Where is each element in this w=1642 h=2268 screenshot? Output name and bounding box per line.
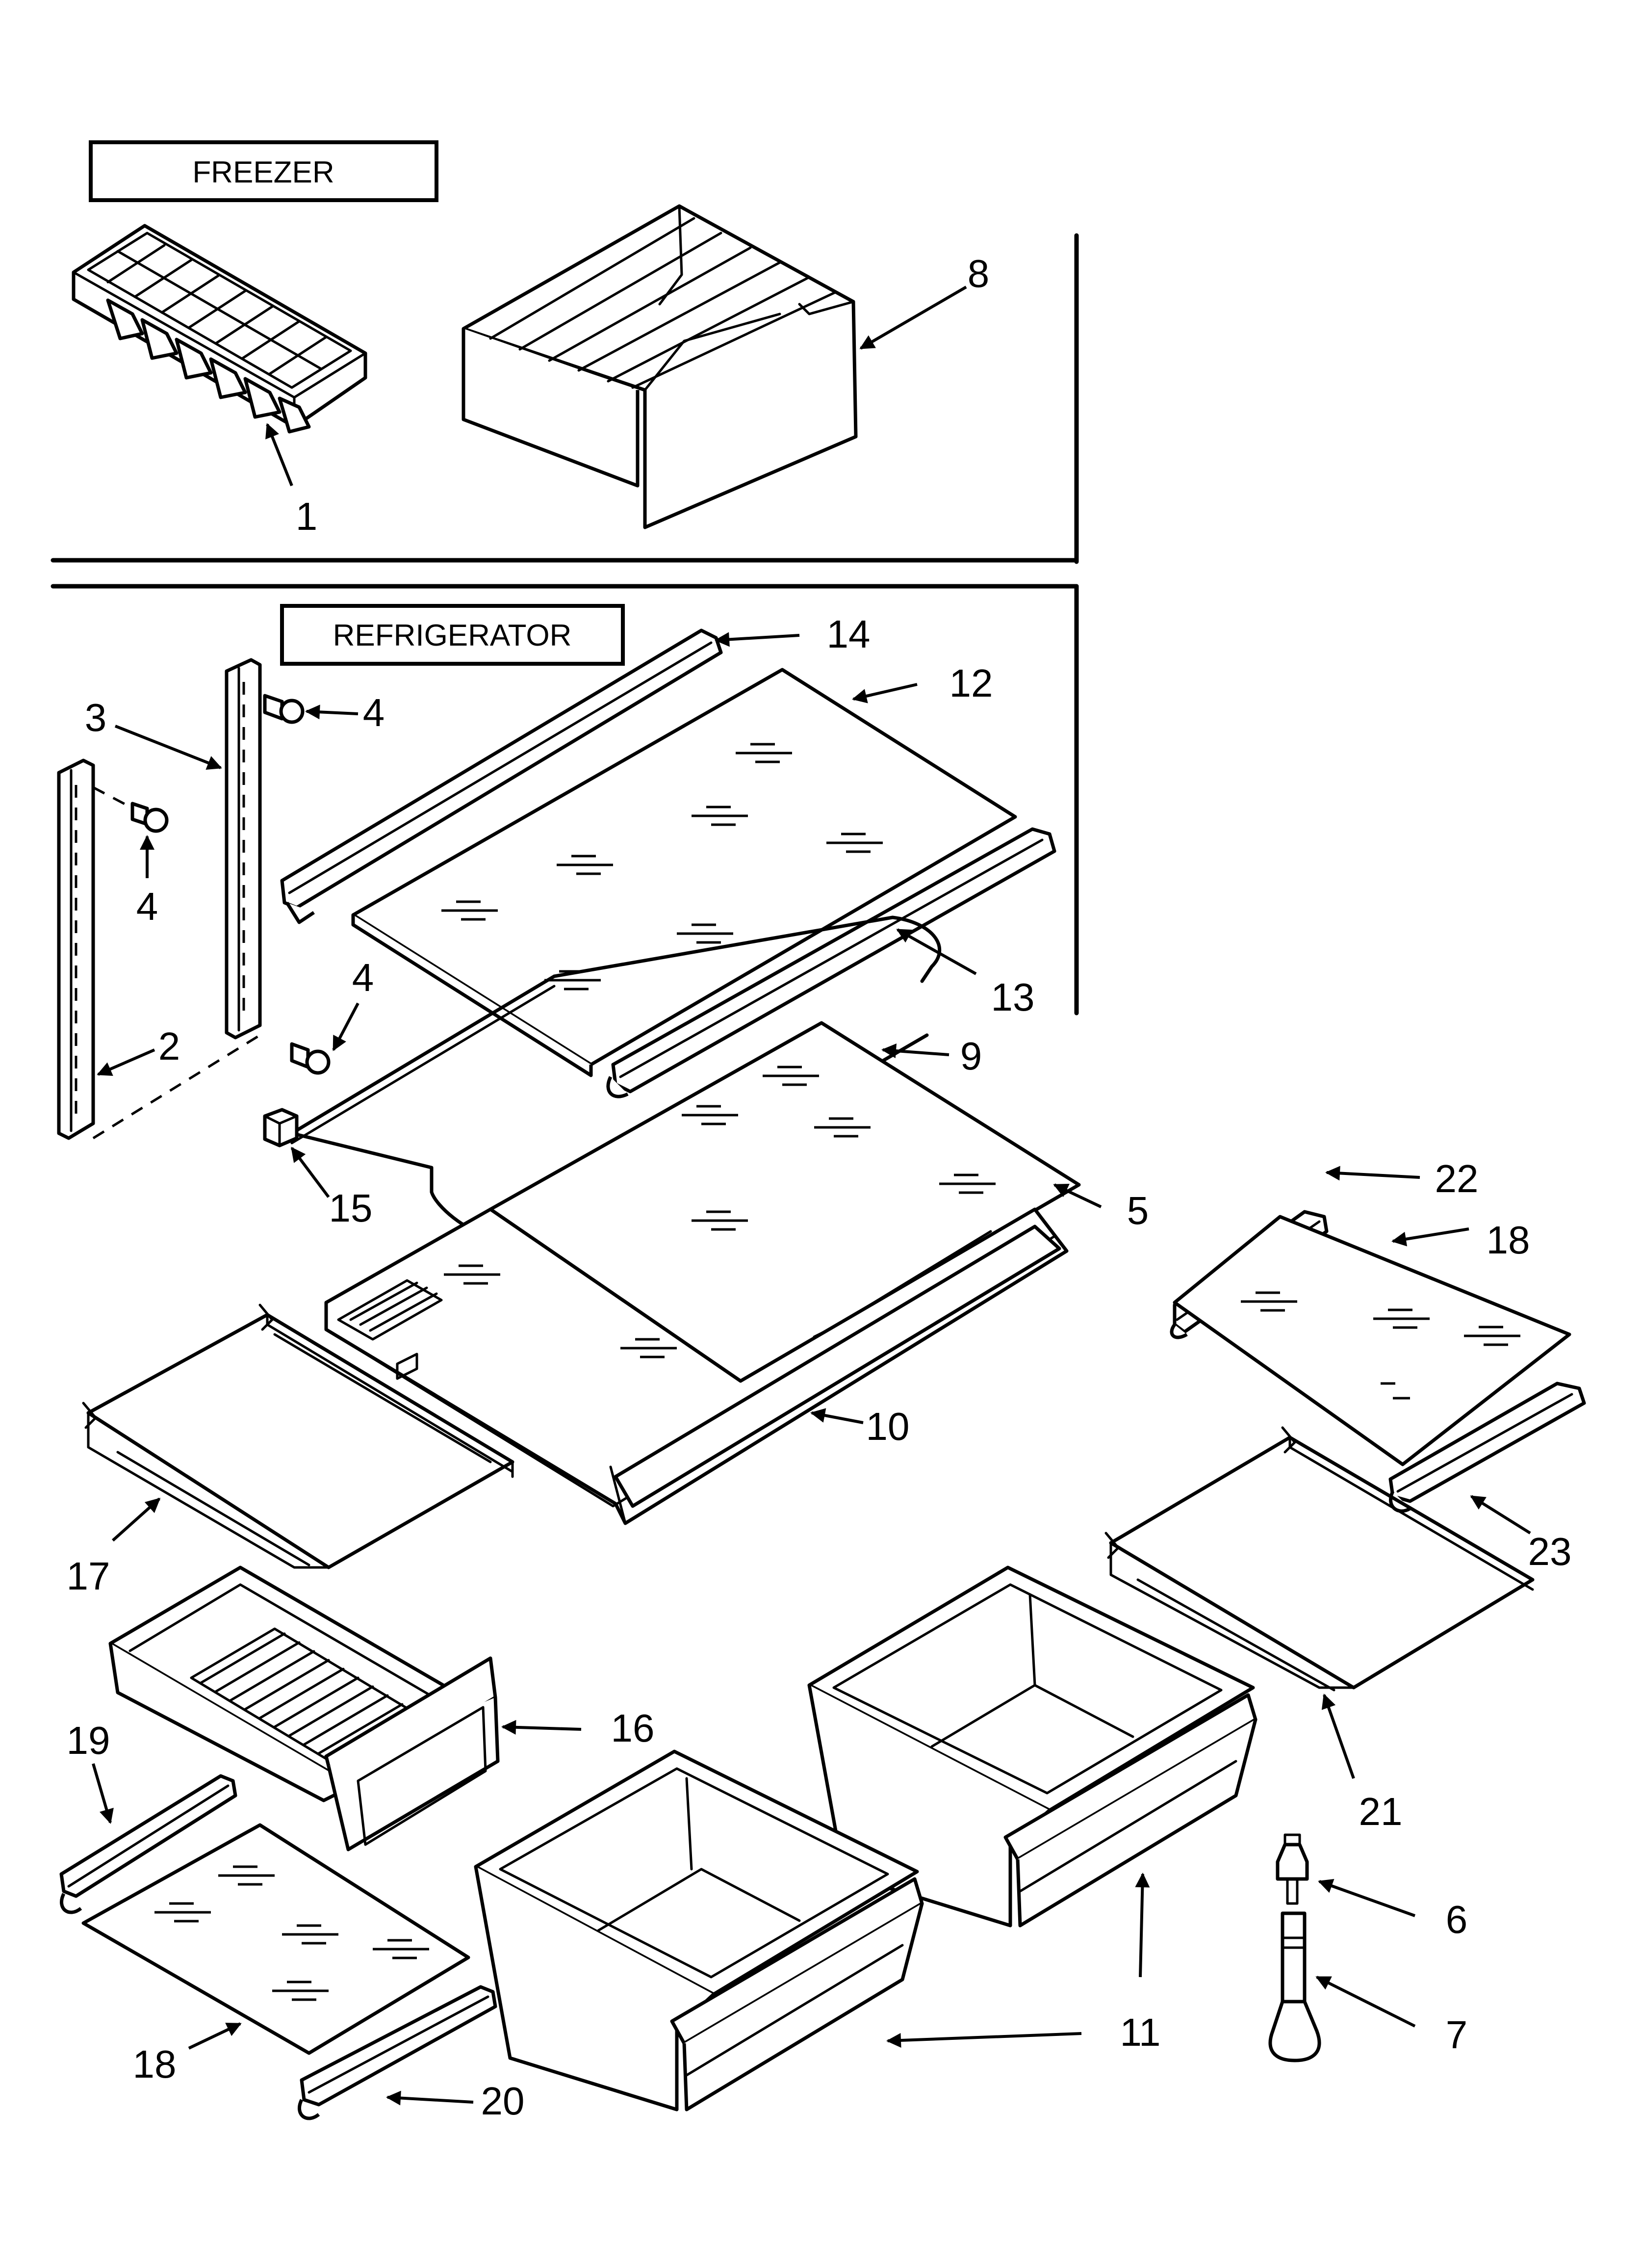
callout-18-right: 18	[1487, 1218, 1530, 1262]
freezer-label-box	[89, 140, 438, 202]
callout-11-right: 11	[1120, 2010, 1160, 2054]
shelf-trim-front	[606, 827, 1056, 1098]
callout-14: 14	[827, 612, 871, 656]
callout-19: 19	[67, 1719, 110, 1762]
shelf-trim-back	[280, 628, 723, 924]
refrigerator-label-box	[280, 604, 625, 666]
screw-middle	[130, 802, 169, 833]
callout-4-top: 4	[363, 691, 385, 734]
crisper-glass-left	[81, 1823, 470, 2055]
callout-23: 23	[1528, 1530, 1572, 1573]
callout-3: 3	[85, 696, 107, 739]
callout-5: 5	[1127, 1189, 1149, 1232]
callout-6: 6	[1446, 1898, 1468, 1941]
callout-9: 9	[960, 1034, 982, 1078]
callout-2: 2	[158, 1024, 180, 1068]
leader-lines	[92, 286, 1531, 2106]
callout-12: 12	[949, 661, 993, 705]
screw-top	[263, 694, 305, 724]
shelf-ladder-right	[225, 658, 262, 1040]
leveling-leg	[1268, 1833, 1321, 2062]
callout-17: 17	[67, 1554, 110, 1598]
callout-7: 7	[1446, 2013, 1468, 2057]
freezer-label: FREEZER	[192, 156, 334, 189]
callout-numbers: 1 8 3 4 4 4 14 12 2 13 9 15 5 22 18 10 1…	[67, 252, 1572, 2123]
freezer-section: FREEZER	[51, 140, 1079, 564]
meat-drawer	[108, 1565, 500, 1851]
ice-tray	[72, 224, 367, 434]
callout-18-left: 18	[133, 2042, 177, 2086]
lower-shelf-assembly	[324, 1207, 1069, 1525]
crisper-glass-right	[1170, 1210, 1571, 1466]
refrigerator-section: REFRIGERATOR	[51, 584, 1586, 2120]
screw-bottom	[290, 1042, 331, 1075]
callout-21: 21	[1359, 1790, 1403, 1833]
shelf-ladder-left	[57, 758, 95, 1140]
callout-10: 10	[866, 1405, 910, 1448]
callout-1: 1	[296, 495, 318, 538]
refrigerator-label: REFRIGERATOR	[333, 619, 572, 652]
callout-13: 13	[991, 975, 1035, 1019]
crisper-trim-left-front	[297, 1985, 497, 2120]
freezer-wire-shelf	[462, 204, 858, 529]
callout-8: 8	[968, 252, 990, 295]
crisper-trim-left-back	[59, 1774, 237, 1914]
glass-reflection-marks	[154, 743, 1520, 2001]
callout-20: 20	[481, 2079, 525, 2123]
shelf-clip	[263, 1108, 299, 1147]
callout-15: 15	[329, 1186, 373, 1230]
callout-4-middle: 4	[136, 885, 158, 928]
crisper-cover-frame	[82, 1303, 514, 1569]
callout-16: 16	[611, 1706, 655, 1750]
callout-22: 22	[1435, 1157, 1479, 1200]
crisper-cover-frame-right	[1104, 1426, 1535, 1692]
glass-shelf-top	[351, 668, 1017, 1077]
crisper-drawer-center	[474, 1749, 924, 2112]
callout-4-bottom: 4	[352, 956, 374, 999]
